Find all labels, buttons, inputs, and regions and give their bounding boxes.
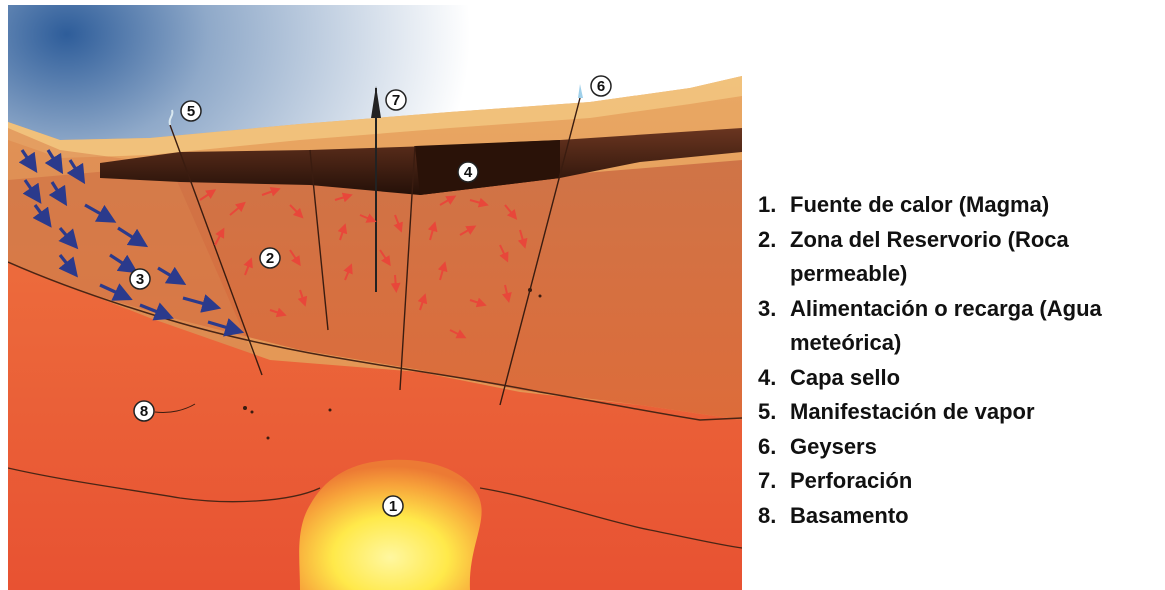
- label-badge-1: 1: [383, 496, 403, 516]
- svg-text:2: 2: [266, 250, 274, 267]
- legend-item-3: 3. Alimentación o recarga (Agua meteóric…: [758, 292, 1163, 361]
- legend-item-8: 8. Basamento: [758, 499, 1163, 534]
- svg-text:6: 6: [597, 78, 605, 95]
- label-badge-6: 6: [591, 76, 611, 96]
- legend-item-5: 5. Manifestación de vapor: [758, 395, 1163, 430]
- legend-text: Perforación: [790, 464, 1163, 499]
- geothermal-system-diagram: 1 2 3 4 5 6 7 8: [0, 0, 745, 590]
- label-badge-8: 8: [134, 401, 154, 421]
- legend-text: Zona del Reservorio (Roca permeable): [790, 223, 1163, 292]
- svg-text:8: 8: [140, 403, 148, 420]
- legend-text: Capa sello: [790, 361, 1163, 396]
- legend-item-4: 4. Capa sello: [758, 361, 1163, 396]
- legend-text: Geysers: [790, 430, 1163, 465]
- svg-text:5: 5: [187, 103, 195, 120]
- svg-text:4: 4: [464, 164, 473, 181]
- label-badge-2: 2: [260, 248, 280, 268]
- legend: 1. Fuente de calor (Magma) 2. Zona del R…: [758, 188, 1163, 533]
- legend-text: Basamento: [790, 499, 1163, 534]
- legend-text: Alimentación o recarga (Agua meteórica): [790, 292, 1163, 361]
- legend-number: 3.: [758, 292, 790, 361]
- legend-number: 4.: [758, 361, 790, 396]
- legend-number: 6.: [758, 430, 790, 465]
- legend-number: 1.: [758, 188, 790, 223]
- legend-number: 8.: [758, 499, 790, 534]
- label-badge-5: 5: [181, 101, 201, 121]
- svg-text:3: 3: [136, 271, 144, 288]
- legend-item-2: 2. Zona del Reservorio (Roca permeable): [758, 223, 1163, 292]
- svg-text:1: 1: [389, 498, 397, 515]
- svg-text:7: 7: [392, 92, 400, 109]
- legend-number: 7.: [758, 464, 790, 499]
- legend-item-1: 1. Fuente de calor (Magma): [758, 188, 1163, 223]
- label-badge-3: 3: [130, 269, 150, 289]
- legend-text: Manifestación de vapor: [790, 395, 1163, 430]
- legend-text: Fuente de calor (Magma): [790, 188, 1163, 223]
- legend-number: 2.: [758, 223, 790, 292]
- label-badge-4: 4: [458, 162, 478, 182]
- legend-item-6: 6. Geysers: [758, 430, 1163, 465]
- label-badge-7: 7: [386, 90, 406, 110]
- legend-number: 5.: [758, 395, 790, 430]
- legend-item-7: 7. Perforación: [758, 464, 1163, 499]
